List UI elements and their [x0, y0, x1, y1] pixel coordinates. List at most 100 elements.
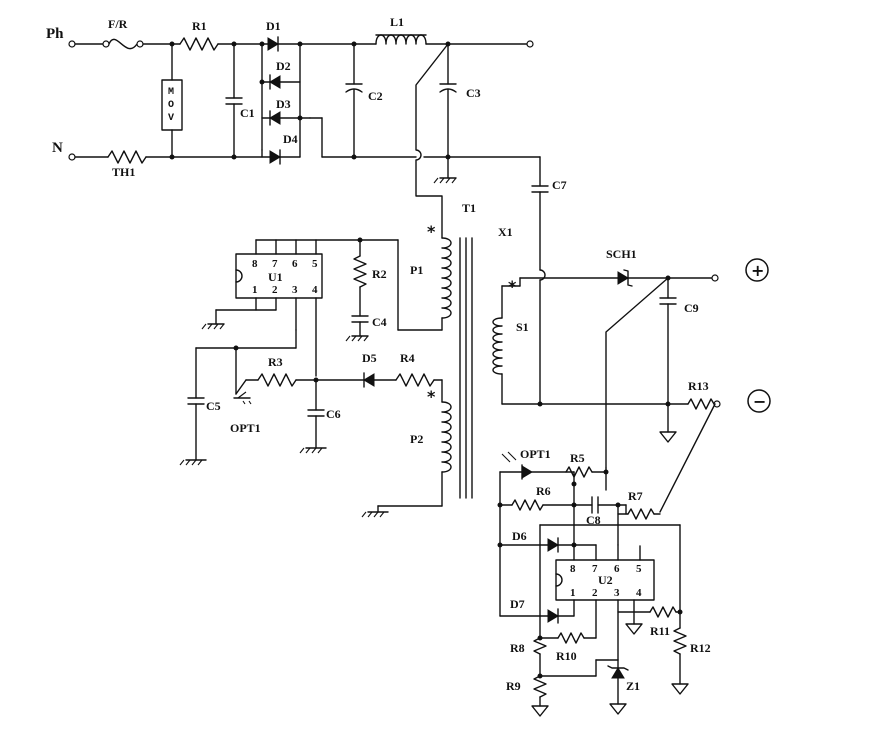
u1-label: U1 — [268, 270, 283, 284]
secondary-output — [501, 269, 721, 513]
r10-label: R10 — [556, 649, 577, 663]
d2-diode — [269, 74, 281, 90]
r12-resistor — [673, 627, 687, 655]
r9-label: R9 — [506, 679, 521, 693]
ph-label: Ph — [46, 26, 64, 42]
c4-label: C4 — [372, 315, 387, 329]
r11-resistor — [649, 606, 677, 618]
transformer-t1 — [361, 237, 503, 518]
positive-output-terminal — [711, 274, 719, 282]
bridge-rectifier — [259, 36, 541, 165]
u1-pin-7: 7 — [272, 258, 278, 270]
u1-pin-4: 4 — [312, 284, 318, 296]
r8-resistor — [533, 637, 547, 655]
r2-resistor — [353, 255, 367, 288]
opt1-primary-label: OPT1 — [230, 421, 261, 435]
ph-terminal — [68, 40, 76, 48]
s1-winding — [492, 317, 503, 375]
l1-label: L1 — [390, 15, 404, 29]
u2-pin-8: 8 — [570, 563, 576, 575]
d7-diode — [547, 608, 559, 624]
negative-output-terminal — [713, 400, 721, 408]
p2-dot-marker: * — [427, 387, 436, 406]
z1-label: Z1 — [626, 679, 640, 693]
c7-branch — [531, 156, 549, 405]
opt1-led — [501, 451, 533, 480]
r3-resistor — [257, 373, 297, 387]
p2-winding — [441, 401, 452, 473]
fr-label: F/R — [108, 17, 128, 31]
u2-pin-5: 5 — [636, 563, 642, 575]
d2-label: D2 — [276, 59, 291, 73]
r8-label: R8 — [510, 641, 525, 655]
d3-label: D3 — [276, 97, 291, 111]
r2-label: R2 — [372, 267, 387, 281]
mov-label-2: O — [168, 100, 174, 111]
p1-dot-marker: * — [427, 222, 436, 241]
u1-controller — [201, 237, 443, 377]
c5-label: C5 — [206, 399, 221, 413]
r6-resistor — [511, 499, 544, 511]
r4-label: R4 — [400, 351, 415, 365]
l1-inductor — [375, 34, 427, 45]
primary-feedback — [179, 329, 443, 466]
p2-label: P2 — [410, 432, 423, 446]
u1-pin-3: 3 — [292, 284, 298, 296]
x1-label: X1 — [498, 225, 513, 239]
fuse-fr — [102, 38, 144, 50]
d5-diode — [363, 372, 375, 388]
r13-label: R13 — [688, 379, 709, 393]
d1-diode — [267, 36, 279, 52]
u2-pin-2: 2 — [592, 587, 598, 599]
d4-diode — [269, 149, 281, 165]
labels: Ph N F/R R1 TH1 C1 D1 D2 D3 D4 L1 C2 C3 … — [46, 15, 711, 693]
u1-pin-5: 5 — [312, 258, 318, 270]
r1-label: R1 — [192, 19, 207, 33]
c9-label: C9 — [684, 301, 699, 315]
n-terminal — [68, 153, 76, 161]
s1-dot-marker: * — [508, 277, 517, 296]
s1-label: S1 — [516, 320, 529, 334]
dc-bus-terminal — [526, 40, 534, 48]
sch1-label: SCH1 — [606, 247, 637, 261]
r5-resistor — [565, 466, 593, 478]
d7-label: D7 — [510, 597, 525, 611]
u2-pin-6: 6 — [614, 563, 620, 575]
r6-label: R6 — [536, 484, 551, 498]
th1-label: TH1 — [112, 165, 135, 179]
mov-label-3: V — [168, 113, 174, 124]
positive-symbol: + — [751, 261, 764, 280]
d5-label: D5 — [362, 351, 377, 365]
c6-label: C6 — [326, 407, 341, 421]
c7-label: C7 — [552, 178, 567, 192]
u2-pin-1: 1 — [570, 587, 576, 599]
r1-resistor — [179, 37, 219, 51]
c1-label: C1 — [240, 106, 255, 120]
filter-stage — [345, 34, 534, 239]
r13-resistor — [687, 398, 715, 410]
c8-label: C8 — [586, 513, 601, 527]
r10-resistor — [557, 632, 585, 644]
d1-label: D1 — [266, 19, 281, 33]
r3-label: R3 — [268, 355, 283, 369]
t1-label: T1 — [462, 201, 476, 215]
d3-diode — [269, 110, 281, 126]
u2-pin-4: 4 — [636, 587, 642, 599]
d6-diode — [547, 537, 559, 553]
r5-label: R5 — [570, 451, 585, 465]
u1-pin-2: 2 — [272, 284, 278, 296]
th1-thermistor — [107, 150, 147, 164]
polarity-symbols: + − — [745, 258, 771, 413]
p1-label: P1 — [410, 263, 423, 277]
mov-label-1: M — [168, 87, 174, 98]
u1-pin-1: 1 — [252, 284, 258, 296]
r9-resistor — [533, 675, 547, 698]
p1-winding — [441, 237, 452, 319]
u2-pin-7: 7 — [592, 563, 598, 575]
secondary-feedback — [497, 451, 689, 717]
u2-label: U2 — [598, 573, 613, 587]
r4-resistor — [395, 373, 435, 387]
r7-resistor — [627, 508, 655, 520]
negative-symbol-ring — [747, 389, 771, 413]
